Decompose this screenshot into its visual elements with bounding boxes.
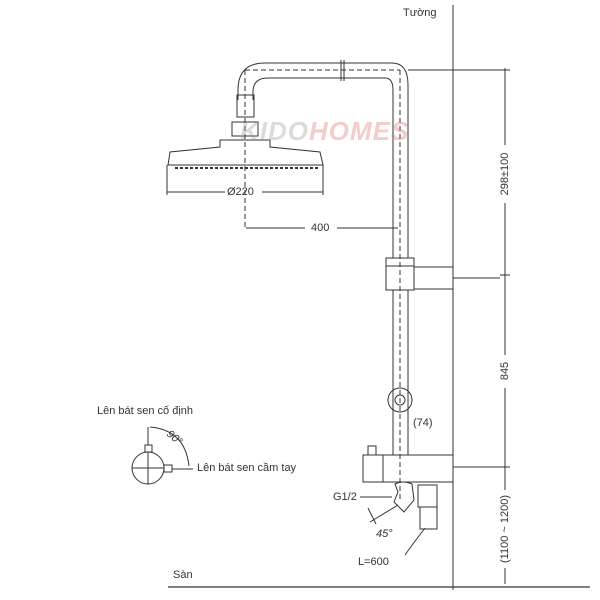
head-diameter-label: Ø220 — [227, 186, 254, 198]
hand-shower-label: Lên bát sen cầm tay — [197, 462, 297, 474]
hose-connector — [417, 484, 438, 508]
wall-label: Tường — [403, 7, 437, 19]
outlet-elbow — [393, 481, 415, 513]
fixed-head-label: Lên bát sen cố định — [97, 405, 194, 417]
bottom-height-label: (1100 ~ 1200) — [499, 495, 511, 563]
offset-label: (74) — [413, 417, 433, 429]
head-connector — [236, 94, 255, 118]
kidohomes-watermark: KIDOHOMES — [240, 116, 410, 146]
mid-height-label: 845 — [499, 361, 511, 381]
top-height-label: 298±100 — [499, 152, 511, 196]
arm-reach-label: 400 — [311, 222, 330, 234]
angle-45-label: 45° — [376, 528, 393, 540]
floor-label: Sàn — [173, 569, 193, 581]
thread-label: G1/2 — [333, 491, 357, 503]
shower-arm — [237, 62, 409, 258]
diverter-knob — [387, 387, 413, 413]
thermostatic-valve — [362, 454, 454, 483]
hose-length-label: L=600 — [358, 556, 389, 568]
